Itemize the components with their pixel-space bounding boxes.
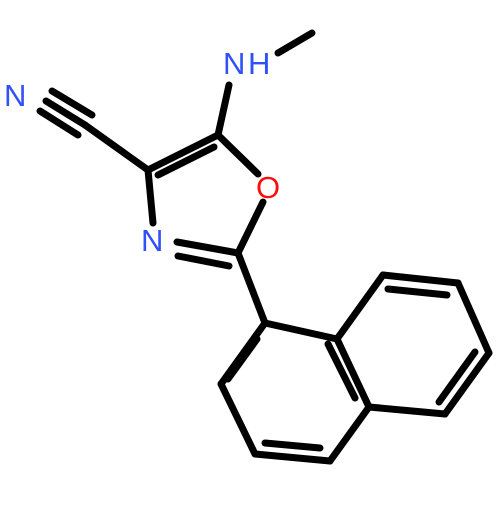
bonds [36,29,493,465]
atom-labels: N N H O N [4,46,280,258]
bond-naph-c4-c4a [326,403,373,465]
bond-naph-c2-c3 [217,380,259,458]
bond-naph-c6-c5 [441,349,493,418]
atom-ring-n: N [141,223,163,258]
bond-c5-o [214,131,262,178]
bond-c5-c4 [144,131,222,174]
bond-o-c2 [234,198,267,257]
bond-naph-c6-c5-inner [435,348,479,406]
bond-c5-c4-inner [154,143,218,179]
atom-amine-n: N [223,46,245,81]
bond-naph-c4a-c8a [333,335,373,411]
atom-amine-h: H [248,46,270,81]
atom-ring-o: O [256,170,280,205]
bond-nh-c5 [214,81,233,139]
bond-naph-c3-c4-inner [261,439,324,452]
bond-naph-c8a-c8 [333,271,387,343]
bond-c4-cn [81,121,152,174]
bond-naph-c4a-c8a-inner [324,340,359,402]
bond-c2-naph [234,249,269,327]
bond-naph-c8-c7-inner [384,285,451,299]
bond-naph-c8a-c1 [261,319,341,343]
bond-naph-c5-c4a [365,403,449,418]
bond-naph-c1-c2-inner [224,335,261,383]
bond-methyl-nh [274,29,316,57]
bond-naph-c3-c4 [251,450,334,465]
bond-naph-c7-c6 [454,279,493,357]
bond-c2-n3-inner [174,252,233,270]
bond-c2-n3 [173,238,242,257]
bond-n3-c4 [144,166,157,227]
atom-nitrile-n: N [4,78,26,113]
bond-nitrile-1 [42,97,89,129]
bond-nitrile-2 [48,87,96,119]
bond-naph-c8-c7 [379,271,462,287]
bond-nitrile-3 [36,107,82,139]
